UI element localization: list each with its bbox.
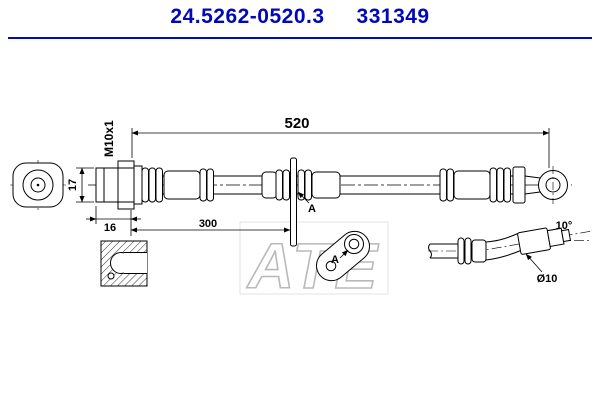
- bracket-marker-label: A: [308, 203, 316, 215]
- bracket-detail-label: A: [331, 254, 339, 266]
- end-fitting-front-view: [10, 160, 66, 210]
- dim-label-300: 300: [199, 218, 217, 230]
- dim-label-17: 17: [67, 179, 79, 191]
- reference-number: 331349: [356, 5, 430, 28]
- dim-label-520: 520: [284, 115, 309, 132]
- angle-label: 10°: [556, 220, 573, 232]
- dim-label-16: 16: [104, 222, 116, 234]
- dimension-17: [76, 167, 94, 203]
- diameter-callout: Ø10: [525, 253, 558, 285]
- thread-label: M10x1: [102, 120, 116, 157]
- angled-end-view: [428, 227, 593, 265]
- bracket-detail-view: A: [316, 230, 370, 282]
- header: 24.5262-0520.3 331349: [0, 5, 600, 29]
- header-divider: [8, 37, 592, 39]
- clip-section-view: [100, 240, 148, 287]
- part-number: 24.5262-0520.3: [170, 5, 325, 28]
- dimension-520: [131, 128, 550, 168]
- ate-watermark: ATE: [239, 221, 389, 303]
- mounting-bracket-plate: [290, 157, 297, 247]
- bracket-marker: A: [297, 191, 316, 215]
- brake-hose-side-view: [95, 157, 568, 247]
- diameter-label: Ø10: [537, 273, 558, 285]
